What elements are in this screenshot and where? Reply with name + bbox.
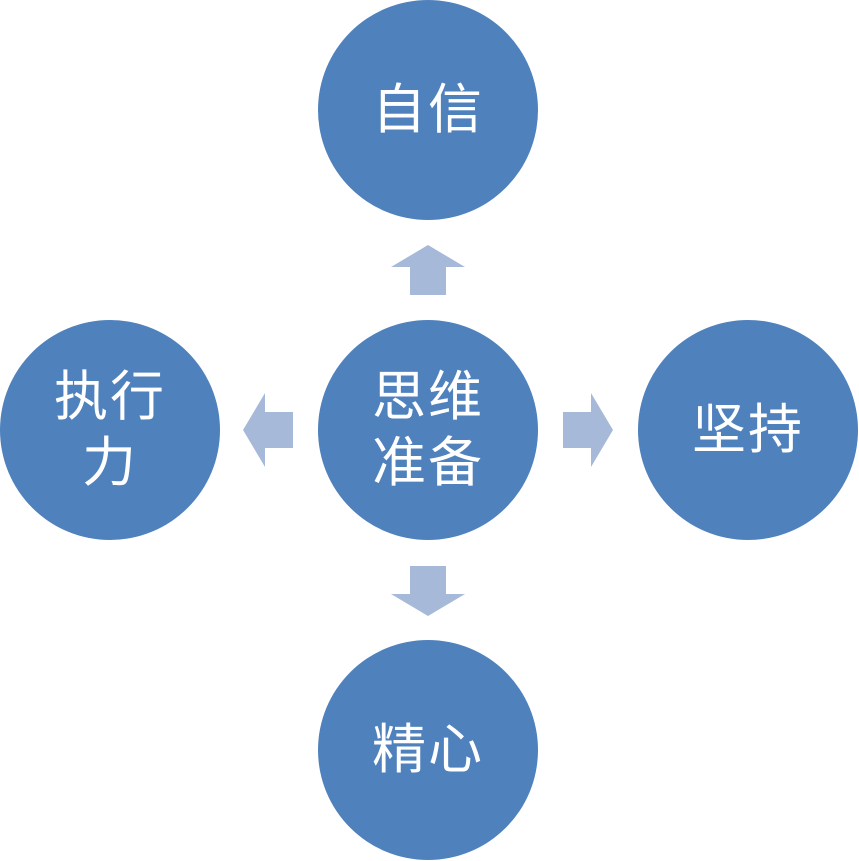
node-persistence: 坚持 <box>638 320 858 540</box>
node-mindset-preparation-label: 思维 准备 <box>372 365 484 494</box>
arrow-down-icon <box>391 566 465 616</box>
node-execution-label: 执行 力 <box>54 365 166 494</box>
arrow-left-icon <box>243 393 293 467</box>
node-persistence-label: 坚持 <box>692 398 804 461</box>
arrow-up-icon <box>391 245 465 295</box>
node-confidence: 自信 <box>318 0 538 220</box>
node-mindset-preparation: 思维 准备 <box>318 320 538 540</box>
node-confidence-label: 自信 <box>372 78 484 141</box>
node-meticulous: 精心 <box>318 640 538 860</box>
node-meticulous-label: 精心 <box>372 718 484 781</box>
node-execution: 执行 力 <box>0 320 220 540</box>
arrow-right-icon <box>563 393 613 467</box>
